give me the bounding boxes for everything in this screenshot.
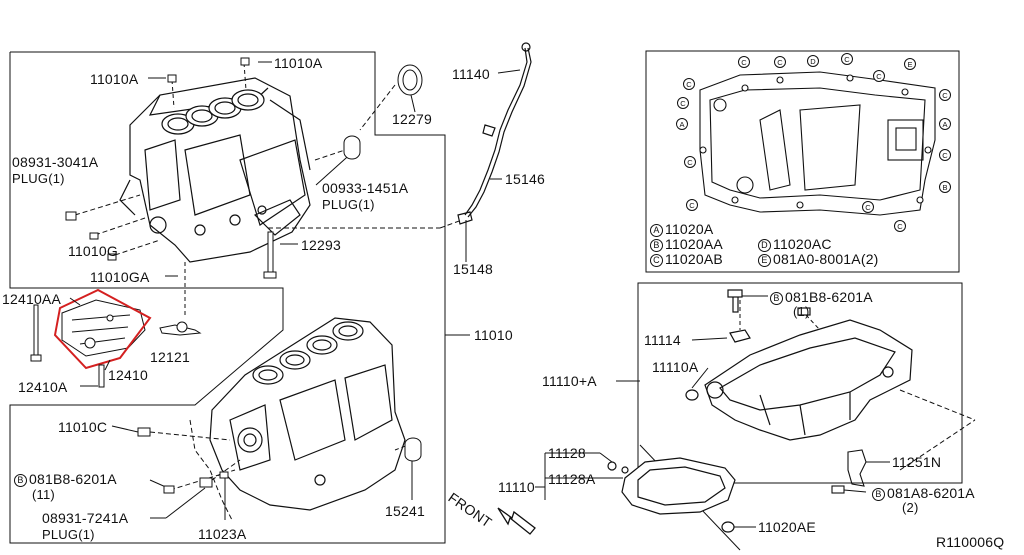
mark-c: C	[689, 201, 695, 210]
label-08931-3041A: 08931-3041A	[12, 154, 99, 170]
mark-c: C	[687, 158, 693, 167]
label-15148: 15148	[453, 261, 493, 277]
label-11010: 11010	[474, 327, 513, 343]
cylinder-block-upper	[119, 77, 311, 263]
mark-c: C	[942, 151, 948, 160]
label-plug-1-b: PLUG(1)	[322, 197, 375, 212]
bearing-cap-12410	[61, 299, 146, 357]
label-11010A-top: 11010A	[274, 55, 323, 71]
mark-c: C	[876, 72, 882, 81]
mark-b: B	[872, 488, 885, 501]
cylinder-block-lower	[209, 317, 406, 511]
mark-c: C	[686, 80, 692, 89]
baffle-pan	[607, 457, 736, 533]
label-12410: 12410	[108, 367, 148, 383]
mark-c: C	[650, 254, 663, 267]
label-11110-plus-A: 11110+A	[542, 373, 597, 389]
mark-c: C	[844, 55, 850, 64]
label-11023A: 11023A	[198, 526, 247, 542]
frame-oil-pan-box	[637, 282, 963, 484]
reference-number: R110006Q	[936, 534, 1005, 550]
label-11010A-left: 11010A	[90, 71, 139, 87]
mark-a: A	[942, 120, 947, 129]
mark-c: C	[865, 203, 871, 212]
mark-d: D	[758, 239, 771, 252]
label-11010C: 11010C	[58, 419, 108, 435]
label-plug-1-c: PLUG(1)	[42, 527, 95, 542]
label-12293: 12293	[301, 237, 341, 253]
mark-d: D	[810, 57, 816, 66]
label-11110: 11110	[498, 479, 535, 495]
label-15241: 15241	[385, 503, 425, 519]
mark-e: E	[758, 254, 771, 267]
mark-c: C	[680, 99, 686, 108]
label-12410A: 12410A	[18, 379, 68, 395]
label-qty-2: (2)	[902, 500, 919, 515]
label-11140: 11140	[452, 66, 490, 82]
mark-c: C	[942, 91, 948, 100]
highlight-box-12410	[53, 288, 152, 370]
label-11020AE: 11020AE	[758, 519, 816, 535]
label-11251N: 11251N	[892, 454, 942, 470]
mark-e: E	[907, 60, 912, 69]
gasket-11251N	[831, 449, 890, 494]
label-qty-11: (11)	[32, 487, 55, 502]
frame-upper-pan-box	[645, 50, 960, 273]
mark-b: B	[770, 292, 783, 305]
mark-b: B	[14, 474, 27, 487]
frame-left-group	[9, 51, 446, 544]
label-08931-7241A: 08931-7241A	[42, 510, 129, 526]
label-11128A: 11128A	[548, 471, 596, 487]
mark-c: C	[741, 58, 747, 67]
mark-b: B	[942, 183, 947, 192]
label-11010GA: 11010GA	[90, 269, 150, 285]
label-11010G: 11010G	[68, 243, 118, 259]
mark-a: A	[650, 224, 663, 237]
label-11128: 11128	[548, 445, 586, 461]
label-plug-1-a: PLUG(1)	[12, 171, 65, 186]
label-12121: 12121	[150, 349, 190, 365]
label-00933-1451A: 00933-1451A	[322, 180, 409, 196]
label-11110A: 11110A	[652, 359, 699, 375]
mark-c: C	[897, 222, 903, 231]
dipstick-assembly	[457, 42, 532, 225]
front-arrow	[497, 507, 536, 535]
lower-oil-pan	[685, 289, 913, 441]
mark-c: C	[777, 58, 783, 67]
label-12410AA: 12410AA	[2, 291, 62, 307]
mark-a: A	[679, 120, 684, 129]
label-11114: 11114	[644, 332, 681, 348]
upper-oil-pan	[699, 71, 936, 216]
label-15146: 15146	[505, 171, 545, 187]
label-qty-1: (1)	[793, 304, 810, 319]
label-12279: 12279	[392, 111, 432, 127]
mark-b: B	[650, 239, 663, 252]
